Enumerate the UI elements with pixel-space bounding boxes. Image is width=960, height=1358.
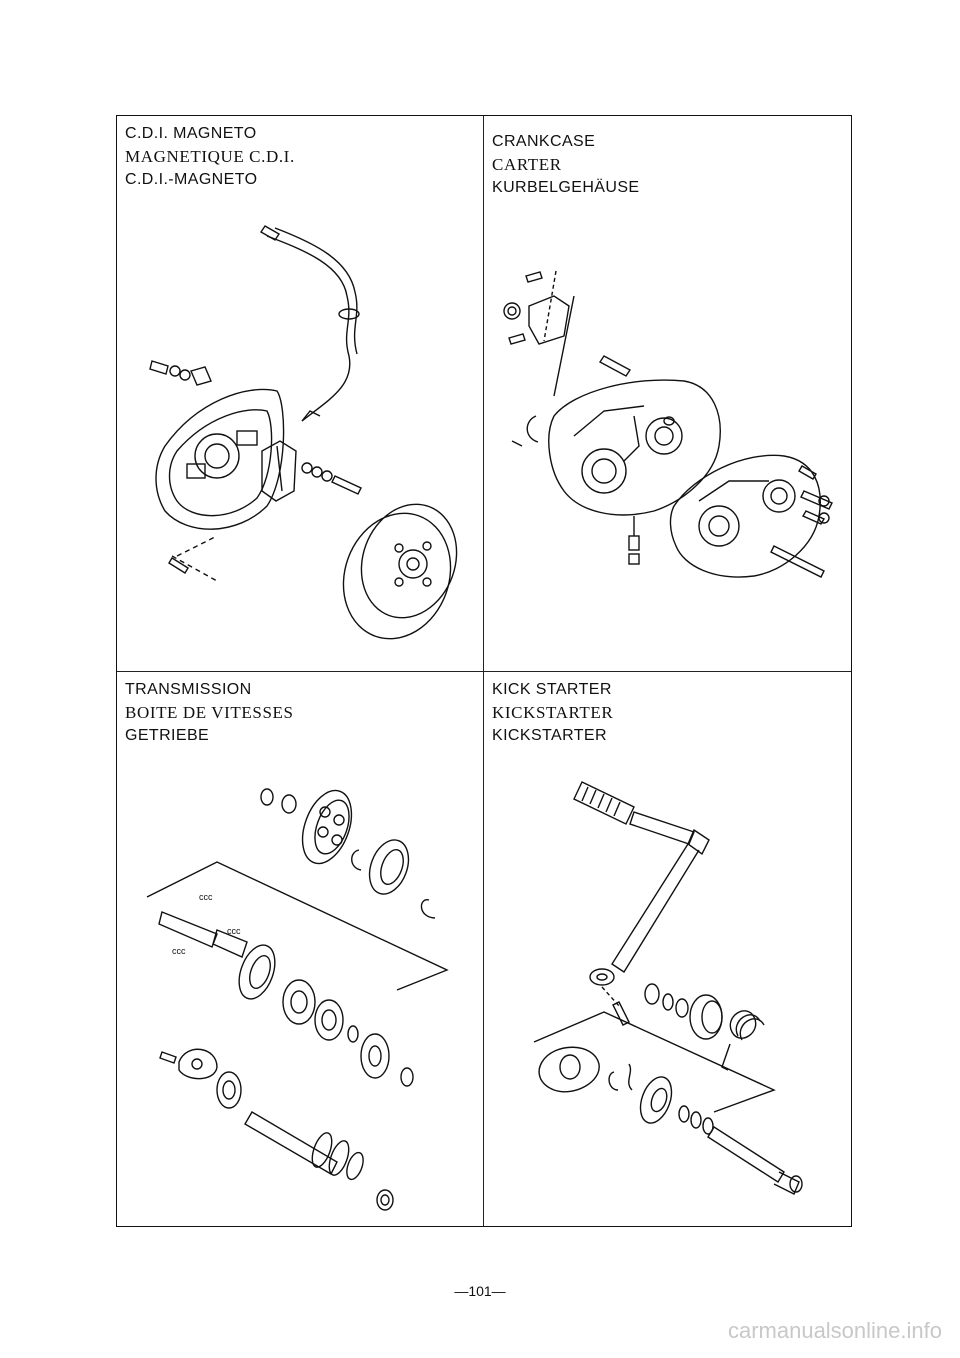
svg-text:ccc: ccc xyxy=(227,926,241,936)
transmission-title-en: TRANSMISSION xyxy=(125,681,252,698)
crankcase-exploded-drawing xyxy=(503,270,833,578)
page-number: —101— xyxy=(454,1283,506,1299)
transmission-title-fr: BOITE DE VITESSES xyxy=(125,703,294,722)
grid-divider-horizontal xyxy=(117,671,851,673)
watermark: carmanualsonline.info xyxy=(727,1318,942,1343)
transmission-exploded-drawing: ccc ccc ccc xyxy=(146,788,449,1211)
transmission-titles: TRANSMISSION BOITE DE VITESSES GETRIEBE xyxy=(125,678,294,747)
parts-grid: C.D.I. MAGNETO MAGNETIQUE C.D.I. C.D.I.-… xyxy=(116,115,852,1227)
kick-starter-title-fr: KICKSTARTER xyxy=(492,703,614,722)
kick-starter-title-en: KICK STARTER xyxy=(492,681,612,698)
svg-text:ccc: ccc xyxy=(199,892,213,902)
kick-starter-titles: KICK STARTER KICKSTARTER KICKSTARTER xyxy=(492,678,613,747)
crankcase-titles: CRANKCASE CARTER KURBELGEHÄUSE xyxy=(492,130,639,199)
crankcase-title-fr: CARTER xyxy=(492,155,562,174)
magneto-exploded-drawing xyxy=(149,225,458,640)
kick-starter-section: KICK STARTER KICKSTARTER KICKSTARTER xyxy=(484,672,851,1226)
transmission-title-de: GETRIEBE xyxy=(125,727,210,744)
magneto-title-fr: MAGNETIQUE C.D.I. xyxy=(125,147,295,166)
crankcase-title-de: KURBELGEHÄUSE xyxy=(492,179,640,196)
magneto-titles: C.D.I. MAGNETO MAGNETIQUE C.D.I. C.D.I.-… xyxy=(125,122,295,191)
transmission-section: TRANSMISSION BOITE DE VITESSES GETRIEBE xyxy=(117,672,483,1226)
magneto-section: C.D.I. MAGNETO MAGNETIQUE C.D.I. C.D.I.-… xyxy=(117,116,483,671)
magneto-title-de: C.D.I.-MAGNETO xyxy=(125,171,258,188)
crankcase-section: CRANKCASE CARTER KURBELGEHÄUSE xyxy=(484,116,851,671)
crankcase-title-en: CRANKCASE xyxy=(492,133,596,150)
kick-starter-exploded-drawing xyxy=(533,781,803,1195)
svg-text:ccc: ccc xyxy=(172,946,186,956)
kick-starter-title-de: KICKSTARTER xyxy=(492,727,607,744)
magneto-title-en: C.D.I. MAGNETO xyxy=(125,125,257,142)
